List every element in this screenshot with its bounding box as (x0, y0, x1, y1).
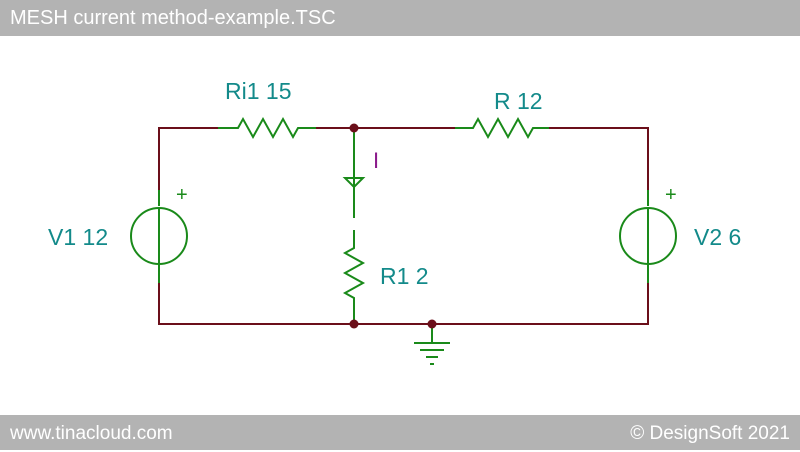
v2-plus-sign: + (665, 184, 677, 206)
ground-symbol (414, 324, 450, 365)
wire-top-left (158, 127, 218, 190)
v1-plus-sign: + (176, 184, 188, 206)
ammeter-i[interactable] (342, 128, 366, 218)
junction-dots (349, 123, 437, 329)
website-link[interactable]: www.tinacloud.com (10, 423, 173, 444)
resistor-ri1[interactable] (218, 116, 316, 140)
resistor-r1[interactable] (342, 230, 366, 324)
resistor-r[interactable] (455, 116, 549, 140)
junction-bottom-left (349, 319, 359, 329)
wire-bottom (158, 283, 649, 325)
wire-top-right (549, 127, 649, 190)
footer-bar: www.tinacloud.com © DesignSoft 2021 (0, 415, 800, 450)
wires (158, 127, 649, 325)
voltage-source-v2[interactable] (619, 190, 677, 283)
label-v2: V2 6 (694, 224, 741, 250)
copyright-text: © DesignSoft 2021 (630, 423, 790, 444)
window-title: MESH current method-example.TSC (10, 7, 336, 29)
voltage-source-v1[interactable] (130, 190, 188, 283)
label-r: R 12 (494, 88, 543, 114)
junction-top (349, 123, 359, 133)
label-ri1: Ri1 15 (225, 78, 291, 104)
label-current: I (373, 148, 379, 173)
window-title-bar: MESH current method-example.TSC (0, 0, 800, 36)
label-v1: V1 12 (48, 224, 108, 250)
junction-bottom-ground (427, 319, 437, 329)
label-r1: R1 2 (380, 263, 429, 289)
